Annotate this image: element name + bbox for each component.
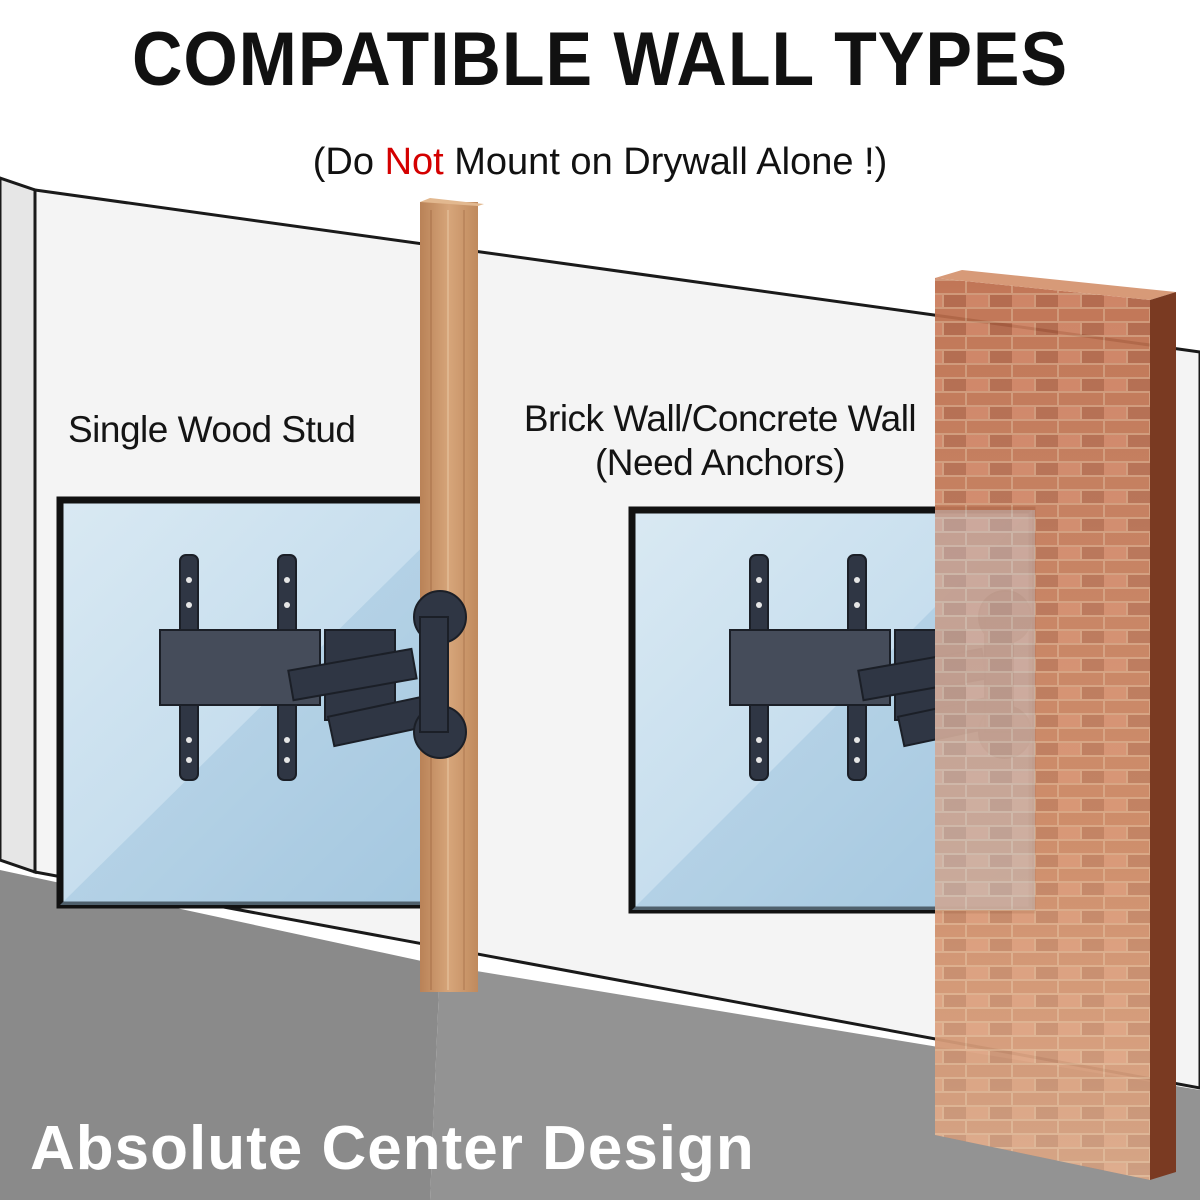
subtitle-warning-word: Not (384, 141, 444, 183)
page-subtitle: (Do Not Mount on Drywall Alone !) (0, 143, 1200, 181)
brick-wall-label-line1: Brick Wall/Concrete Wall (523, 398, 917, 439)
tv-wall-mount-bracket-icon (159, 554, 467, 781)
page-title: COMPATIBLE WALL TYPES (131, 17, 1069, 102)
side-wall (0, 176, 37, 875)
brick-column-icon (935, 270, 1176, 1180)
subtitle-suffix: Mount on Drywall Alone !) (443, 141, 888, 183)
footer-tagline: Absolute Center Design (30, 1114, 755, 1183)
brick-wall-label-line2: (Need Anchors) (594, 442, 846, 484)
subtitle-prefix: (Do (312, 141, 385, 183)
wood-stud-label: Single Wood Stud (68, 409, 356, 450)
floor (0, 870, 440, 1200)
brick-wall-label: Brick Wall/Concrete Wall (Need Anchors) (500, 397, 940, 486)
